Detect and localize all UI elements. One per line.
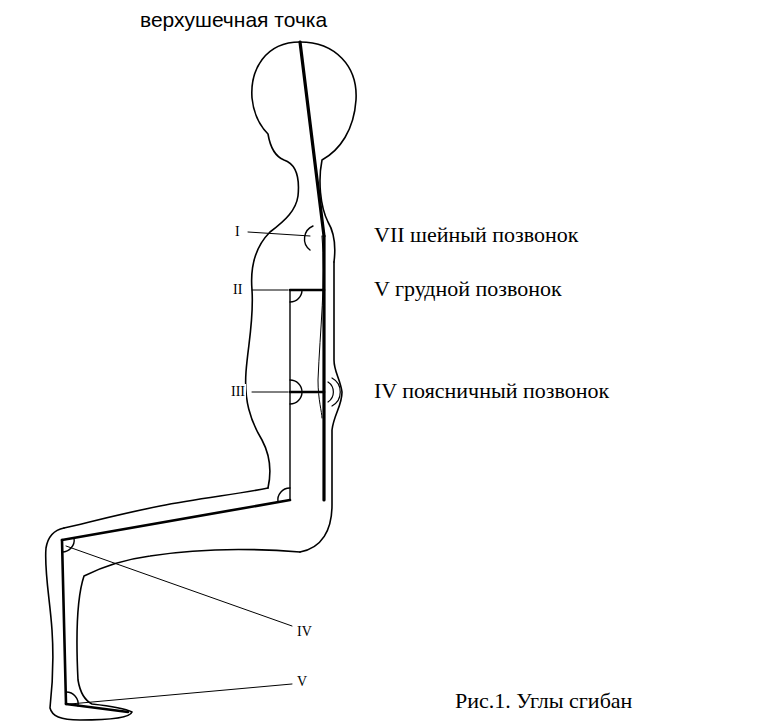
callout-number: IV bbox=[296, 624, 313, 640]
callout-number: I bbox=[234, 224, 241, 240]
vertebra-label: IV поясничный позвонок bbox=[374, 378, 609, 403]
vertebra-label: VII шейный позвонок bbox=[374, 222, 579, 247]
callout-number: III bbox=[230, 384, 246, 400]
point-label: верхушечная точка bbox=[140, 8, 327, 32]
vertebra-label: V грудной позвонок bbox=[374, 276, 562, 301]
callout-number: V bbox=[296, 674, 308, 690]
figure-caption: Рис.1. Углы сгибан bbox=[455, 688, 632, 713]
callout-number: II bbox=[232, 282, 243, 298]
